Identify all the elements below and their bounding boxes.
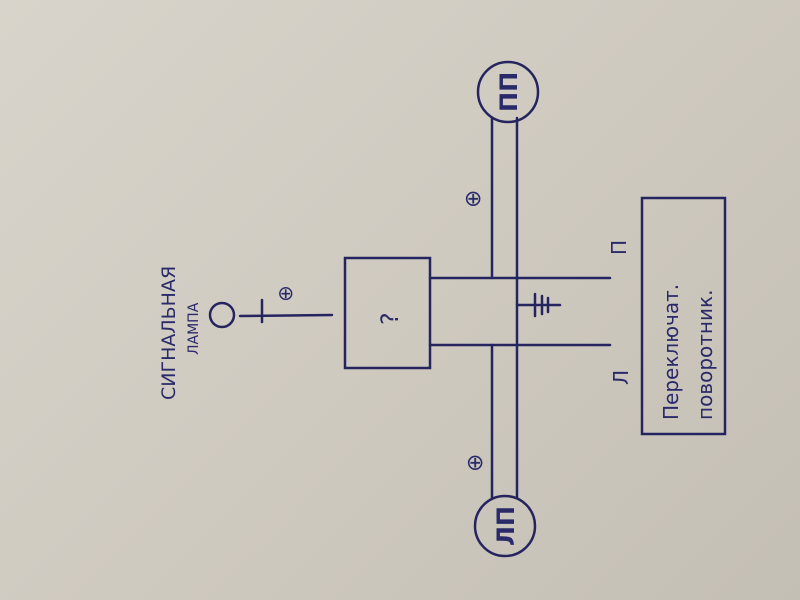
right-lamp-icon [476, 60, 540, 124]
left-lamp-label: ЛП [492, 506, 520, 546]
signal-lamp: СИГНАЛЬНАЯ ЛАМПА [158, 266, 236, 400]
switch-terminal-right: П [607, 240, 631, 255]
signal-lamp-label: СИГНАЛЬНАЯ [158, 266, 180, 400]
ground-icon [515, 292, 562, 318]
switch-box [640, 196, 727, 436]
signal-lamp-sublabel: ЛАМПА [186, 302, 202, 355]
switch-label: Переключат. [659, 284, 683, 420]
right-lamp-label: ПП [495, 72, 523, 112]
switch-terminal-left: Л [609, 370, 633, 385]
plus-mark-left: ⊕ [463, 454, 488, 472]
unknown-block-label: ? [376, 312, 404, 325]
switch-sublabel: поворотник. [693, 290, 717, 420]
lamp-wire [238, 313, 334, 318]
right-turn-lamp: ПП [476, 60, 540, 124]
unknown-block [343, 256, 432, 370]
plus-mark-right: ⊕ [461, 190, 486, 208]
left-lamp-icon [473, 494, 537, 558]
turn-signal-switch: Переключат. поворотник. [640, 196, 727, 436]
plus-mark-lamp: ⊕ [273, 285, 297, 302]
signal-lamp-icon [208, 301, 236, 329]
left-turn-lamp: ЛП [473, 494, 537, 558]
